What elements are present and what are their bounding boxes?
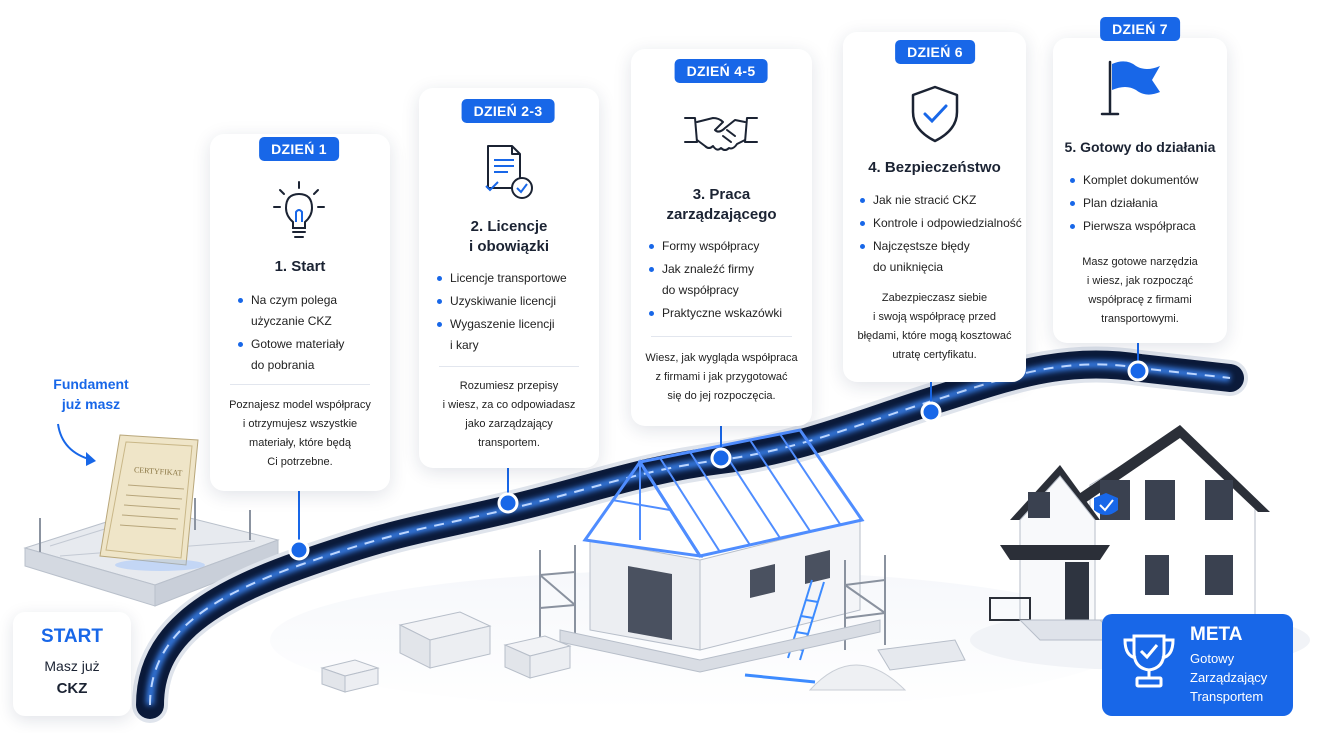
list-item: Formy współpracy bbox=[648, 236, 808, 257]
road-path bbox=[132, 346, 1248, 723]
step-list-4: Jak nie stracić CKZ Kontrole i odpowiedz… bbox=[859, 190, 1026, 280]
step-title-5: 5. Gotowy do działania bbox=[1064, 139, 1216, 155]
list-item: Komplet dokumentów bbox=[1069, 170, 1219, 191]
document-check-icon bbox=[485, 145, 533, 199]
flag-icon bbox=[1100, 60, 1160, 116]
trophy-icon bbox=[1123, 634, 1175, 688]
finished-house bbox=[989, 425, 1270, 641]
foundation-label-line2: już masz bbox=[61, 396, 121, 412]
shield-check-icon bbox=[911, 85, 959, 143]
start-line1: Masz już bbox=[44, 658, 100, 674]
step-card-2 bbox=[419, 88, 599, 468]
foundation-label: Fundament już masz bbox=[38, 374, 144, 414]
day-badge-1: DZIEŃ 1 bbox=[259, 137, 339, 161]
certificate-document bbox=[99, 434, 205, 571]
day-badge-3: DZIEŃ 4-5 bbox=[674, 59, 768, 83]
step-title-2-line1: 2. Licencje bbox=[470, 218, 548, 235]
step-title-3-line1: 3. Praca bbox=[692, 186, 751, 203]
meta-line1: Gotowy bbox=[1190, 651, 1235, 666]
lightbulb-icon bbox=[273, 181, 325, 238]
house-under-construction bbox=[539, 428, 907, 691]
foundation-label-line1: Fundament bbox=[53, 376, 129, 392]
list-item: Praktyczne wskazówki bbox=[648, 303, 808, 324]
step-title-3: 3. Praca zarządzającego bbox=[631, 185, 812, 225]
list-item: Jak nie stracić CKZ bbox=[859, 190, 1026, 211]
step-card-4 bbox=[843, 32, 1026, 382]
step-title-2: 2. Licencje i obowiązki bbox=[419, 217, 599, 257]
day-badge-5: DZIEŃ 7 bbox=[1100, 17, 1180, 41]
day-badge-2: DZIEŃ 2-3 bbox=[461, 99, 555, 123]
start-box: START Masz już CKZ bbox=[13, 612, 131, 716]
list-item: Kontrole i odpowiedzialność bbox=[859, 213, 1026, 234]
brick-stacks bbox=[320, 611, 966, 693]
step-title-3-line2: zarządzającego bbox=[666, 206, 777, 223]
start-line2: CKZ bbox=[56, 680, 88, 697]
list-item: Licencje transportowe bbox=[436, 268, 596, 289]
step-title-4: 4. Bezpieczeństwo bbox=[868, 159, 1001, 176]
start-title: START bbox=[41, 626, 103, 647]
meta-line2: Zarządzający bbox=[1190, 670, 1268, 685]
meta-title: META bbox=[1190, 624, 1243, 645]
separator bbox=[230, 384, 370, 385]
list-item: Plan działania bbox=[1069, 193, 1219, 214]
day-badge-4: DZIEŃ 6 bbox=[895, 40, 975, 64]
step-list-5: Komplet dokumentów Plan działania Pierws… bbox=[1069, 170, 1219, 239]
certificate-title: CERTYFIKAT bbox=[134, 465, 183, 477]
step-card-3 bbox=[631, 49, 812, 426]
handshake-icon bbox=[684, 117, 758, 151]
milestone-connectors bbox=[288, 343, 1149, 561]
step-list-2: Licencje transportowe Uzyskiwanie licenc… bbox=[436, 268, 596, 358]
separator bbox=[651, 336, 792, 337]
meta-box: META Gotowy Zarządzający Transportem bbox=[1102, 614, 1293, 716]
step-title-2-line2: i obowiązki bbox=[468, 238, 549, 255]
list-item: Pierwsza współpraca bbox=[1069, 216, 1219, 237]
separator bbox=[439, 366, 579, 367]
meta-line3: Transportem bbox=[1190, 689, 1264, 704]
list-item: Uzyskiwanie licencji bbox=[436, 291, 596, 312]
step-title-1: 1. Start bbox=[274, 258, 326, 275]
